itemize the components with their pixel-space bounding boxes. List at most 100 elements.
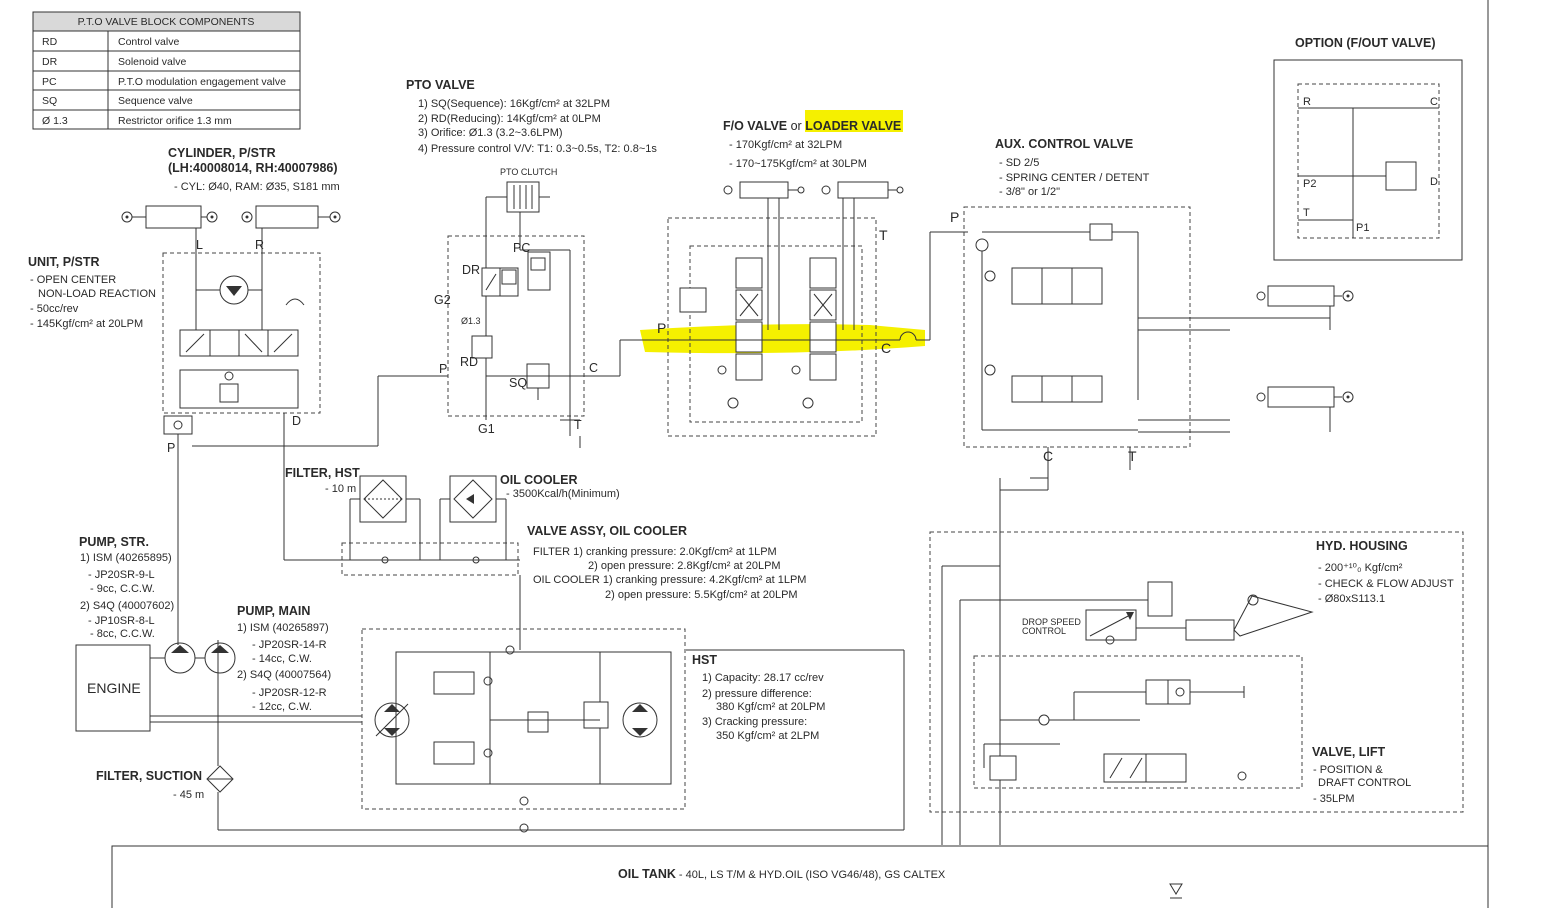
table-code: Ø 1.3 [42, 115, 68, 127]
table-code: SQ [42, 95, 57, 107]
loader-valve-block [619, 198, 968, 437]
oil-cooler-spec: - 3500Kcal/h(Minimum) [506, 488, 620, 500]
hst-block [361, 628, 686, 833]
filter-hst [359, 475, 407, 523]
port-label: P [657, 320, 666, 336]
table-desc: Solenoid valve [118, 56, 186, 68]
cylinder-pstr-title: CYLINDER, P/STR [168, 146, 276, 160]
table-desc: Restrictor orifice 1.3 mm [118, 115, 232, 127]
engine-label: ENGINE [87, 680, 141, 696]
valve-assy-line: 2) open pressure: 5.5Kgf/cm² at 20LPM [605, 589, 798, 601]
port-label: T [574, 418, 582, 432]
fo-valve-title-a: F/O VALVE [723, 119, 791, 133]
port-label: SQ [509, 376, 527, 390]
pump-main-line: - 12cc, C.W. [252, 701, 312, 713]
aux-valve-line: - SD 2/5 [999, 157, 1039, 169]
table-code: DR [42, 56, 58, 68]
port-label: D [1430, 176, 1438, 188]
pto-valve-title: PTO VALVE [406, 78, 475, 92]
pump-main-line: - 14cc, C.W. [252, 653, 312, 665]
aux-cylinder-lower [1256, 386, 1354, 432]
pto-valve-line: 2) RD(Reducing): 14Kgf/cm² at 0LPM [418, 113, 601, 125]
table-desc: P.T.O modulation engagement valve [118, 76, 286, 88]
pump-main-title: PUMP, MAIN [237, 604, 310, 618]
table-code: RD [42, 36, 58, 48]
unit-pstr-line: - 50cc/rev [30, 303, 79, 315]
filter-suction-title: FILTER, SUCTION [96, 769, 202, 783]
pto-valve-line: 3) Orifice: Ø1.3 (3.2~3.6LPM) [418, 127, 563, 139]
pto-valve-line: 1) SQ(Sequence): 16Kgf/cm² at 32LPM [418, 98, 610, 110]
port-label: R [255, 238, 264, 252]
unit-pstr-line: NON-LOAD REACTION [38, 288, 156, 300]
pump-str-title: PUMP, STR. [79, 535, 149, 549]
pump-main-line: 1) ISM (40265897) [237, 622, 329, 634]
table-code: PC [42, 76, 57, 88]
aux-valve-title: AUX. CONTROL VALVE [995, 137, 1133, 151]
port-label: C [881, 340, 891, 356]
valve-assy-title: VALVE ASSY, OIL COOLER [527, 524, 687, 538]
hst-line: 1) Capacity: 28.17 cc/rev [702, 672, 824, 684]
valve-assy-line: OIL COOLER 1) cranking pressure: 4.2Kgf/… [533, 574, 806, 586]
hyd-housing-block [929, 531, 1464, 845]
port-label: D [292, 414, 301, 428]
steering-cylinder-left [121, 205, 218, 229]
hyd-housing-title: HYD. HOUSING [1316, 539, 1408, 553]
table-desc: Sequence valve [118, 95, 193, 107]
oil-cooler [449, 475, 497, 523]
aux-cylinder-upper [1230, 285, 1354, 330]
steering-cylinder-right [241, 205, 341, 229]
hyd-housing-line: - 200⁺¹⁰₀ Kgf/cm² [1318, 562, 1403, 574]
valve-lift-line: DRAFT CONTROL [1318, 777, 1411, 789]
oil-tank-spec: - 40L, LS T/M & HYD.OIL (ISO VG46/48), G… [676, 869, 946, 881]
hyd-housing-line: - CHECK & FLOW ADJUST [1318, 578, 1454, 590]
steering-unit [162, 252, 321, 435]
main-lines [150, 375, 1048, 845]
drop-speed-label: DROP SPEED [1022, 617, 1081, 627]
fo-valve-line: - 170~175Kgf/cm² at 30LPM [729, 158, 867, 170]
orifice-label: Ø1.3 [461, 316, 481, 326]
unit-pstr-line: - 145Kgf/cm² at 20LPM [30, 318, 143, 330]
table-desc: Control valve [118, 36, 179, 48]
filter-suction-spec: - 45 m [173, 789, 204, 801]
option-fout-valve [1273, 59, 1463, 261]
unit-pstr-line: - OPEN CENTER [30, 274, 116, 286]
pump-str-line: 1) ISM (40265895) [80, 552, 172, 564]
port-label: RD [460, 355, 478, 369]
port-label: C [1430, 96, 1438, 108]
port-label: C [589, 361, 598, 375]
port-label: R [1303, 96, 1311, 108]
valve-lift-line: - POSITION & [1313, 764, 1383, 776]
filter-hst-spec: - 10 m [325, 483, 356, 495]
pto-clutch-label: PTO CLUTCH [500, 167, 557, 177]
port-label: T [879, 227, 888, 243]
pump-str-line: - 8cc, C.C.W. [90, 628, 155, 640]
port-label: T [1303, 207, 1310, 219]
fo-valve-line: - 170Kgf/cm² at 32LPM [729, 139, 842, 151]
loader-cylinder-left [723, 181, 805, 199]
valve-lift-block [973, 655, 1303, 789]
components-table: P.T.O VALVE BLOCK COMPONENTS RD Control … [32, 11, 301, 130]
valve-assy-oil-cooler [284, 498, 520, 576]
fo-valve-title: F/O VALVE or LOADER VALVE [723, 119, 901, 133]
valve-lift-line: - 35LPM [1313, 793, 1355, 805]
pressure-line-highlight [640, 324, 925, 354]
pto-valve-block [447, 197, 620, 420]
engine-box [75, 644, 151, 732]
pump-str-line: - JP10SR-8-L [88, 615, 155, 627]
hst-title: HST [692, 653, 717, 667]
cylinder-pstr-sub: (LH:40008014, RH:40007986) [168, 161, 338, 175]
drop-speed-label: CONTROL [1022, 626, 1066, 636]
port-label: P1 [1356, 222, 1369, 234]
port-label: P [950, 209, 959, 225]
steering-pump [164, 642, 196, 674]
pump-str-line: - JP20SR-9-L [88, 569, 155, 581]
suction-filter [206, 765, 234, 793]
components-table-title: P.T.O VALVE BLOCK COMPONENTS [78, 16, 255, 28]
valve-assy-line: FILTER 1) cranking pressure: 2.0Kgf/cm² … [533, 546, 777, 558]
hyd-housing-line: - Ø80xS113.1 [1318, 593, 1385, 605]
loader-valve-title: LOADER VALVE [805, 119, 901, 133]
port-label: L [196, 238, 203, 252]
pump-main-line: 2) S4Q (40007564) [237, 669, 331, 681]
hst-line: 3) Cracking pressure: [702, 716, 807, 728]
